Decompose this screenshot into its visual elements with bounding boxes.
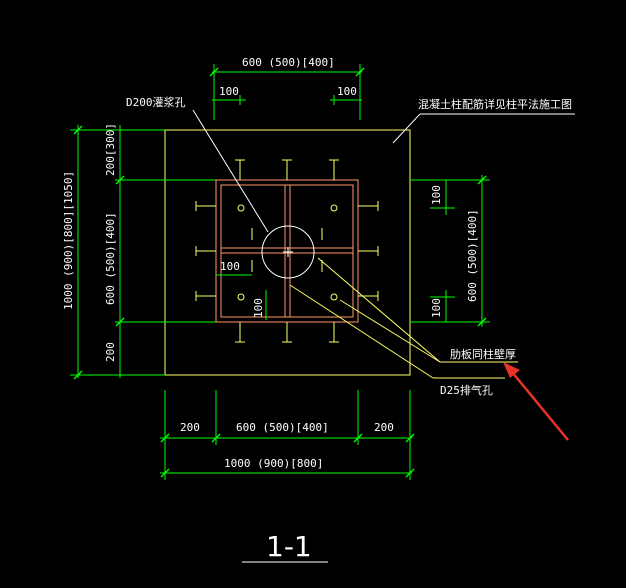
dim-top-total: 600 (500)[400] xyxy=(242,56,335,69)
dim-left-bottom: 200 xyxy=(104,342,117,362)
dim-left-total: 1000 (900)[800][1050] xyxy=(62,171,75,310)
annotation-plate-thickness: 肋板同柱壁厚 xyxy=(450,347,516,361)
grout-hole-circle xyxy=(261,225,315,279)
annotation-grout-hole: D200灌浆孔 xyxy=(126,95,186,109)
inner-dimension-lines xyxy=(216,274,267,320)
dim-bottom-left: 200 xyxy=(180,421,200,434)
dim-bottom-total: 1000 (900)[800] xyxy=(224,457,323,470)
foundation-outline xyxy=(164,129,411,376)
red-arrow-icon xyxy=(503,362,569,441)
dim-inner-b: 100 xyxy=(252,298,265,318)
dim-right-bottom: 100 xyxy=(430,298,443,318)
vent-holes xyxy=(237,204,338,301)
shear-studs xyxy=(195,159,379,343)
dim-right-mid: 600 (500)[400] xyxy=(466,209,479,302)
section-title: 1-1 xyxy=(266,530,312,563)
steel-column-section xyxy=(215,179,359,323)
dimension-lines xyxy=(70,64,490,480)
leader-lines-yellow xyxy=(289,257,518,379)
dim-right-top: 100 xyxy=(430,185,443,205)
dim-inner-a: 100 xyxy=(220,260,240,273)
annotation-column-rebar: 混凝土柱配筋详见柱平法施工图 xyxy=(418,97,572,111)
dim-bottom-right: 200 xyxy=(374,421,394,434)
annotation-vent-hole: D25排气孔 xyxy=(440,383,493,397)
leader-lines xyxy=(192,109,575,233)
dim-left-top: 200[300] xyxy=(104,123,117,176)
grout-hole-centermark xyxy=(283,247,293,257)
dim-top-left: 100 xyxy=(219,85,239,98)
dim-left-mid: 600 (500)[400] xyxy=(104,212,117,305)
dim-top-right: 100 xyxy=(337,85,357,98)
dim-bottom-mid: 600 (500)[400] xyxy=(236,421,329,434)
dimension-ticks xyxy=(73,67,487,478)
